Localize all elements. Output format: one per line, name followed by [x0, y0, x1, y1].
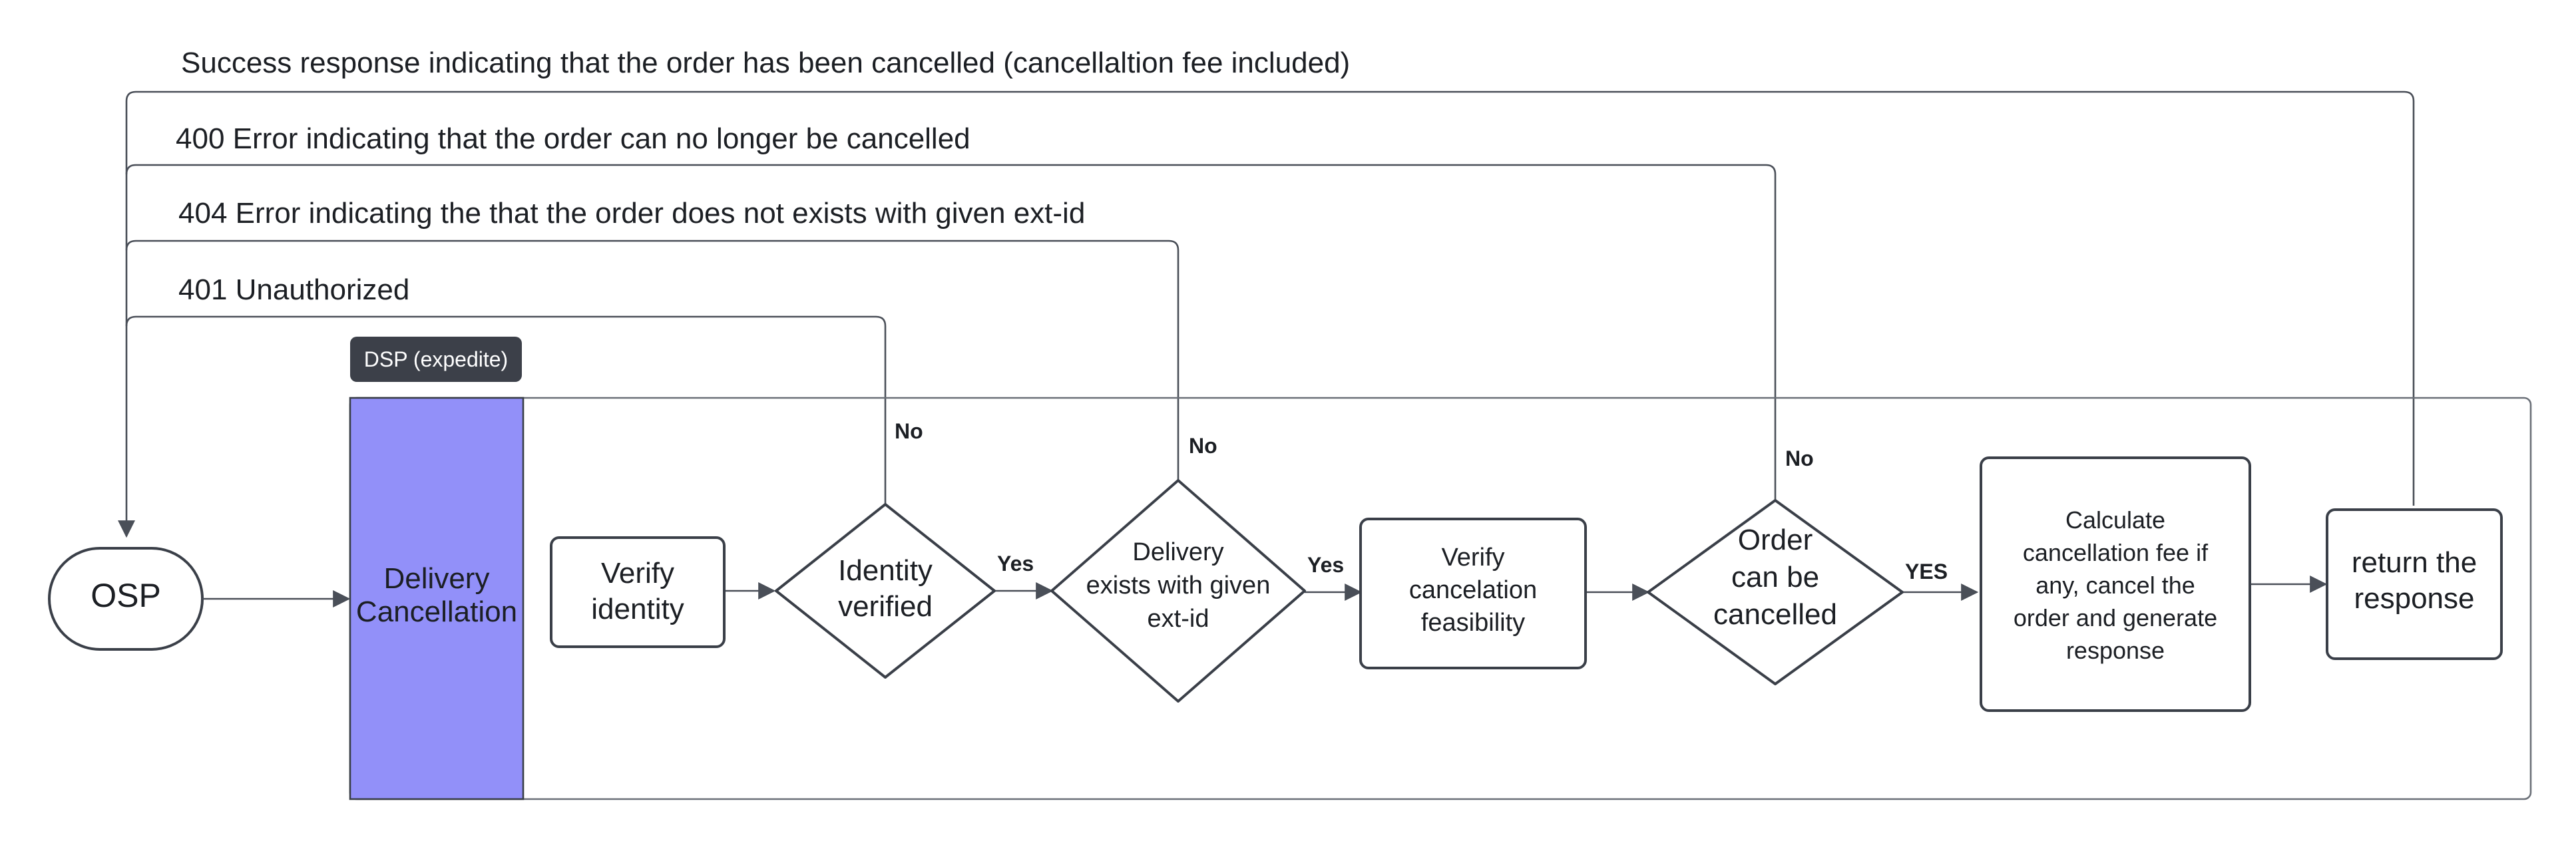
lane-tag-background — [350, 337, 522, 382]
identity-verified-decision — [775, 503, 996, 679]
calculate-fee-line5: response — [2066, 637, 2165, 664]
verify-feasibility-line1: Verify — [1441, 544, 1504, 572]
success-response-edge — [118, 90, 2415, 538]
swimlane-header-line1: Delivery — [384, 562, 490, 595]
exists-no-label: No — [1189, 434, 1217, 458]
calculate-fee-node — [1980, 456, 2251, 712]
error-400-edge — [125, 164, 1777, 500]
verify-feasibility-line2: cancelation — [1409, 576, 1537, 604]
order-yes-label: YES — [1905, 560, 1948, 584]
exists-yes-label: Yes — [1307, 553, 1344, 577]
verify-identity-line2: identity — [591, 593, 684, 625]
order-cancellable-line3: cancelled — [1713, 598, 1837, 631]
calculate-fee-line1: Calculate — [2065, 506, 2165, 534]
error-401-edge — [125, 315, 887, 504]
swimlane-header-line2: Cancellation — [356, 595, 517, 628]
return-response-line2: response — [2354, 582, 2474, 615]
verify-identity-line1: Verify — [601, 557, 674, 590]
verify-feasibility-node — [1359, 518, 1587, 669]
calculate-fee-line3: any, cancel the — [2036, 572, 2195, 599]
identity-verified-line1: Identity — [838, 554, 933, 587]
delivery-exists-line1: Delivery — [1132, 538, 1223, 566]
order-cancellable-decision — [1647, 499, 1904, 685]
lane-tag: DSP (expedite) — [350, 337, 522, 382]
error-404-label: 404 Error indicating the that the order … — [178, 197, 1085, 230]
error-404-edge — [125, 240, 1180, 480]
osp-label: OSP — [91, 577, 161, 614]
lane-tag-label: DSP (expedite) — [364, 347, 508, 371]
return-response-node — [2326, 508, 2503, 660]
order-no-label: No — [1785, 446, 1814, 470]
order-cancellable-line2: can be — [1731, 561, 1819, 593]
identity-no-label: No — [895, 419, 923, 443]
order-cancellable-line1: Order — [1738, 524, 1813, 556]
identity-verified-line2: verified — [838, 590, 933, 623]
delivery-exists-line2: exists with given — [1086, 572, 1271, 599]
verify-feasibility-line3: feasibility — [1421, 609, 1525, 637]
identity-yes-label: Yes — [997, 552, 1034, 576]
error-401-label: 401 Unauthorized — [178, 273, 409, 306]
success-response-label: Success response indicating that the ord… — [181, 47, 1350, 79]
return-response-line1: return the — [2352, 546, 2477, 579]
verify-identity-node — [550, 536, 726, 648]
delivery-exists-line3: ext-id — [1148, 605, 1209, 633]
error-400-label: 400 Error indicating that the order can … — [176, 122, 970, 155]
delivery-exists-decision — [1050, 479, 1306, 703]
calculate-fee-line2: cancellation fee if — [2023, 539, 2209, 566]
calculate-fee-line4: order and generate — [2014, 604, 2217, 631]
